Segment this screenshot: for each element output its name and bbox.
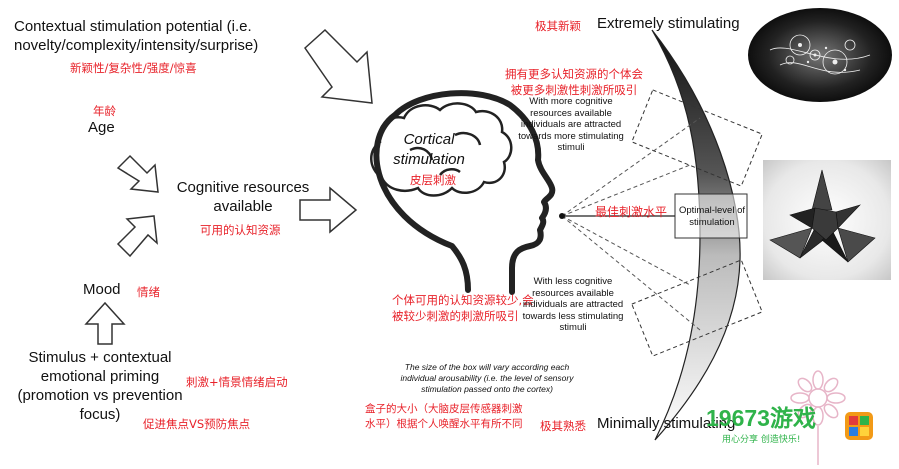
minimally-stimulating-label: Minimally stimulating [597,415,736,432]
age-label: Age [88,119,115,136]
promotion-prevention-cn: 促进焦点VS预防焦点 [143,417,251,431]
brain-outline [370,102,513,197]
extremely-novel-cn: 极其新颖 [535,19,581,33]
arrow-age-to-cognitive [116,154,159,193]
arrow-mood-to-cognitive [116,215,158,258]
extremely-stimulating-label: Extremely stimulating [597,15,740,32]
age-cn: 年龄 [93,104,116,118]
cognitive-resources-label: Cognitive resources available [176,179,310,215]
box-lower [631,259,763,357]
cortical-stimulation-cn: 皮层刺激 [410,173,456,187]
mood-label: Mood [83,281,121,298]
focus-dot [559,213,565,219]
cortical-stimulation-label: Cortical stimulation [393,131,465,168]
arrow-stimulus-to-mood [84,301,126,345]
mood-cn: 情绪 [137,285,160,299]
box-upper [631,89,763,187]
optimal-level-label: Optimal-level of stimulation [679,205,745,228]
guide-lines [561,117,701,331]
contextual-stimulation-label: Contextual stimulation potential (i.e. n… [14,18,259,54]
more-resources-label: With more cognitive resources available … [518,96,624,153]
more-resources-cn: 拥有更多认知资源的个体会被更多刺激性刺激所吸引 [505,67,643,97]
stimulus-priming-cn: 刺激+情景情绪启动 [186,375,288,389]
stimulus-priming-label: Stimulus + contextual emotional priming … [17,349,183,423]
box-size-note: The size of the box will vary according … [400,362,574,394]
stimulation-crescent [651,29,741,441]
brand-cube-icon [845,412,873,440]
less-resources-cn: 个体可用的认知资源较少,会被较少刺激的刺激所吸引 [392,293,534,323]
less-resources-label: With less cognitive resources available … [522,276,624,333]
brand-watermark: 19673游戏 [706,405,816,431]
box-size-note-cn: 盒子的大小（大脑皮层传感器刺激水平）根据个人唤醒水平有所不同 [365,403,523,430]
arrow-cognitive-to-head [299,186,358,234]
contextual-stimulation-cn: 新颖性/复杂性/强度/惊喜 [70,61,197,75]
flower-icon [790,370,846,465]
fractal-image [748,8,892,102]
cognitive-resources-cn: 可用的认知资源 [200,223,281,237]
optimal-level-cn: 最佳刺激水平 [595,205,668,219]
arrow-contextual-to-head [304,28,373,104]
brand-slogan: 用心分享 创造快乐! [722,435,801,445]
extremely-familiar-cn: 极其熟悉 [540,419,586,433]
star-polyhedron-image [763,160,891,280]
